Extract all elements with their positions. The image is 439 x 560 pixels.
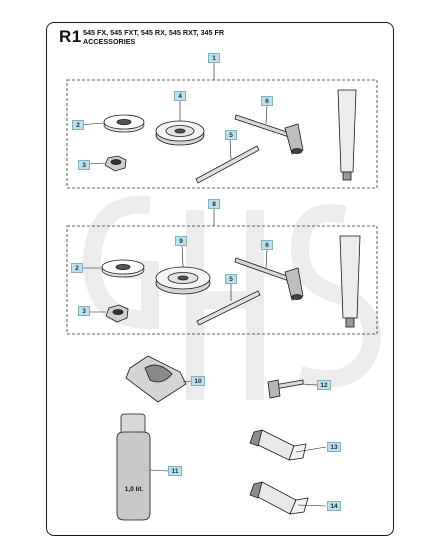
washer-part-kit-8 <box>101 259 145 278</box>
callout-4[interactable]: 4 <box>174 91 186 101</box>
section-code: R1 <box>59 27 82 46</box>
kit-box-1 <box>66 79 378 189</box>
leaders-kit-1 <box>78 62 268 165</box>
harness-pad-part <box>125 355 187 403</box>
oil-bottle-part <box>116 413 151 521</box>
rod-part <box>195 145 260 184</box>
ghs-watermark <box>82 195 381 400</box>
guard-disc-part-kit-8 <box>155 266 211 295</box>
bottle-volume-label: 1,0 lit. <box>124 486 144 493</box>
callout-5[interactable]: 5 <box>225 130 237 140</box>
leaders-kit-8 <box>82 209 268 313</box>
washer-part <box>103 114 145 133</box>
section-title: 545 FX, 545 FXT, 545 RX, 545 RXT, 345 FR… <box>83 28 225 46</box>
section-name: ACCESSORIES <box>83 36 136 46</box>
spanner-part <box>267 379 304 399</box>
rod-part-kit-8 <box>196 290 261 326</box>
callout-3-kit-8[interactable]: 3 <box>78 306 90 316</box>
grease-tube-small-part <box>249 429 307 461</box>
callout-1[interactable]: 1 <box>208 53 220 63</box>
leaders-loose <box>149 380 327 507</box>
callout-5-kit-8[interactable]: 5 <box>225 274 237 284</box>
callout-3[interactable]: 3 <box>78 160 90 170</box>
callout-11[interactable]: 11 <box>168 466 182 476</box>
combination-spanner-part-kit-8 <box>234 257 304 301</box>
grease-tube-part <box>337 89 357 181</box>
callout-10[interactable]: 10 <box>191 376 205 386</box>
nut-part <box>104 155 127 172</box>
callout-8[interactable]: 8 <box>208 199 220 209</box>
callout-2[interactable]: 2 <box>72 120 84 130</box>
callout-2-kit-8[interactable]: 2 <box>71 263 83 273</box>
callout-6-kit-8[interactable]: 6 <box>261 240 273 250</box>
combination-spanner-part <box>234 114 304 155</box>
grease-tube-part-kit-8 <box>339 235 361 328</box>
callout-13[interactable]: 13 <box>327 442 341 452</box>
callout-9[interactable]: 9 <box>175 236 187 246</box>
nut-part-kit-8 <box>105 304 129 323</box>
model-list: 545 FX, 545 FXT, 545 RX, 545 RXT, 345 FR <box>83 28 225 37</box>
guard-disc-part <box>155 120 205 146</box>
callout-14[interactable]: 14 <box>327 501 341 511</box>
kit-box-8 <box>66 225 378 335</box>
callout-12[interactable]: 12 <box>317 380 331 390</box>
callout-6[interactable]: 6 <box>261 96 273 106</box>
grease-tube-small-part-2 <box>249 481 309 515</box>
